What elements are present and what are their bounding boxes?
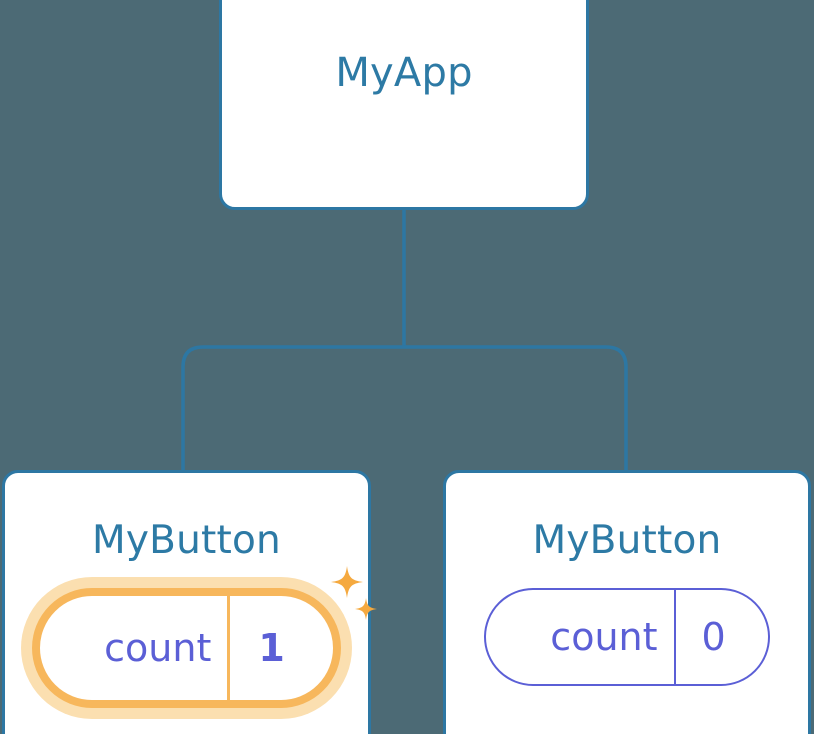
state-value-label: 1 — [227, 596, 332, 700]
sparkle-large-icon — [330, 566, 363, 598]
state-pill-count[interactable]: count 1 — [32, 588, 341, 708]
state-key-label: count — [550, 615, 658, 659]
state-pill-wrapper: count 1 — [21, 566, 377, 719]
node-mybutton-right[interactable]: MyButton count 0 — [443, 470, 811, 734]
sparkle-small-icon — [354, 598, 377, 620]
state-key-label: count — [104, 626, 212, 670]
state-pill-wrapper: count 0 — [484, 588, 770, 686]
state-value-label: 0 — [673, 590, 768, 684]
node-title: MyButton — [532, 518, 722, 563]
state-pill-count[interactable]: count 0 — [484, 588, 770, 686]
node-myapp[interactable]: MyApp — [219, 0, 589, 210]
node-title: MyApp — [335, 50, 473, 96]
node-title: MyButton — [92, 518, 281, 563]
node-mybutton-left[interactable]: MyButton count 1 — [2, 470, 377, 734]
edge-branch-bar — [181, 345, 628, 472]
